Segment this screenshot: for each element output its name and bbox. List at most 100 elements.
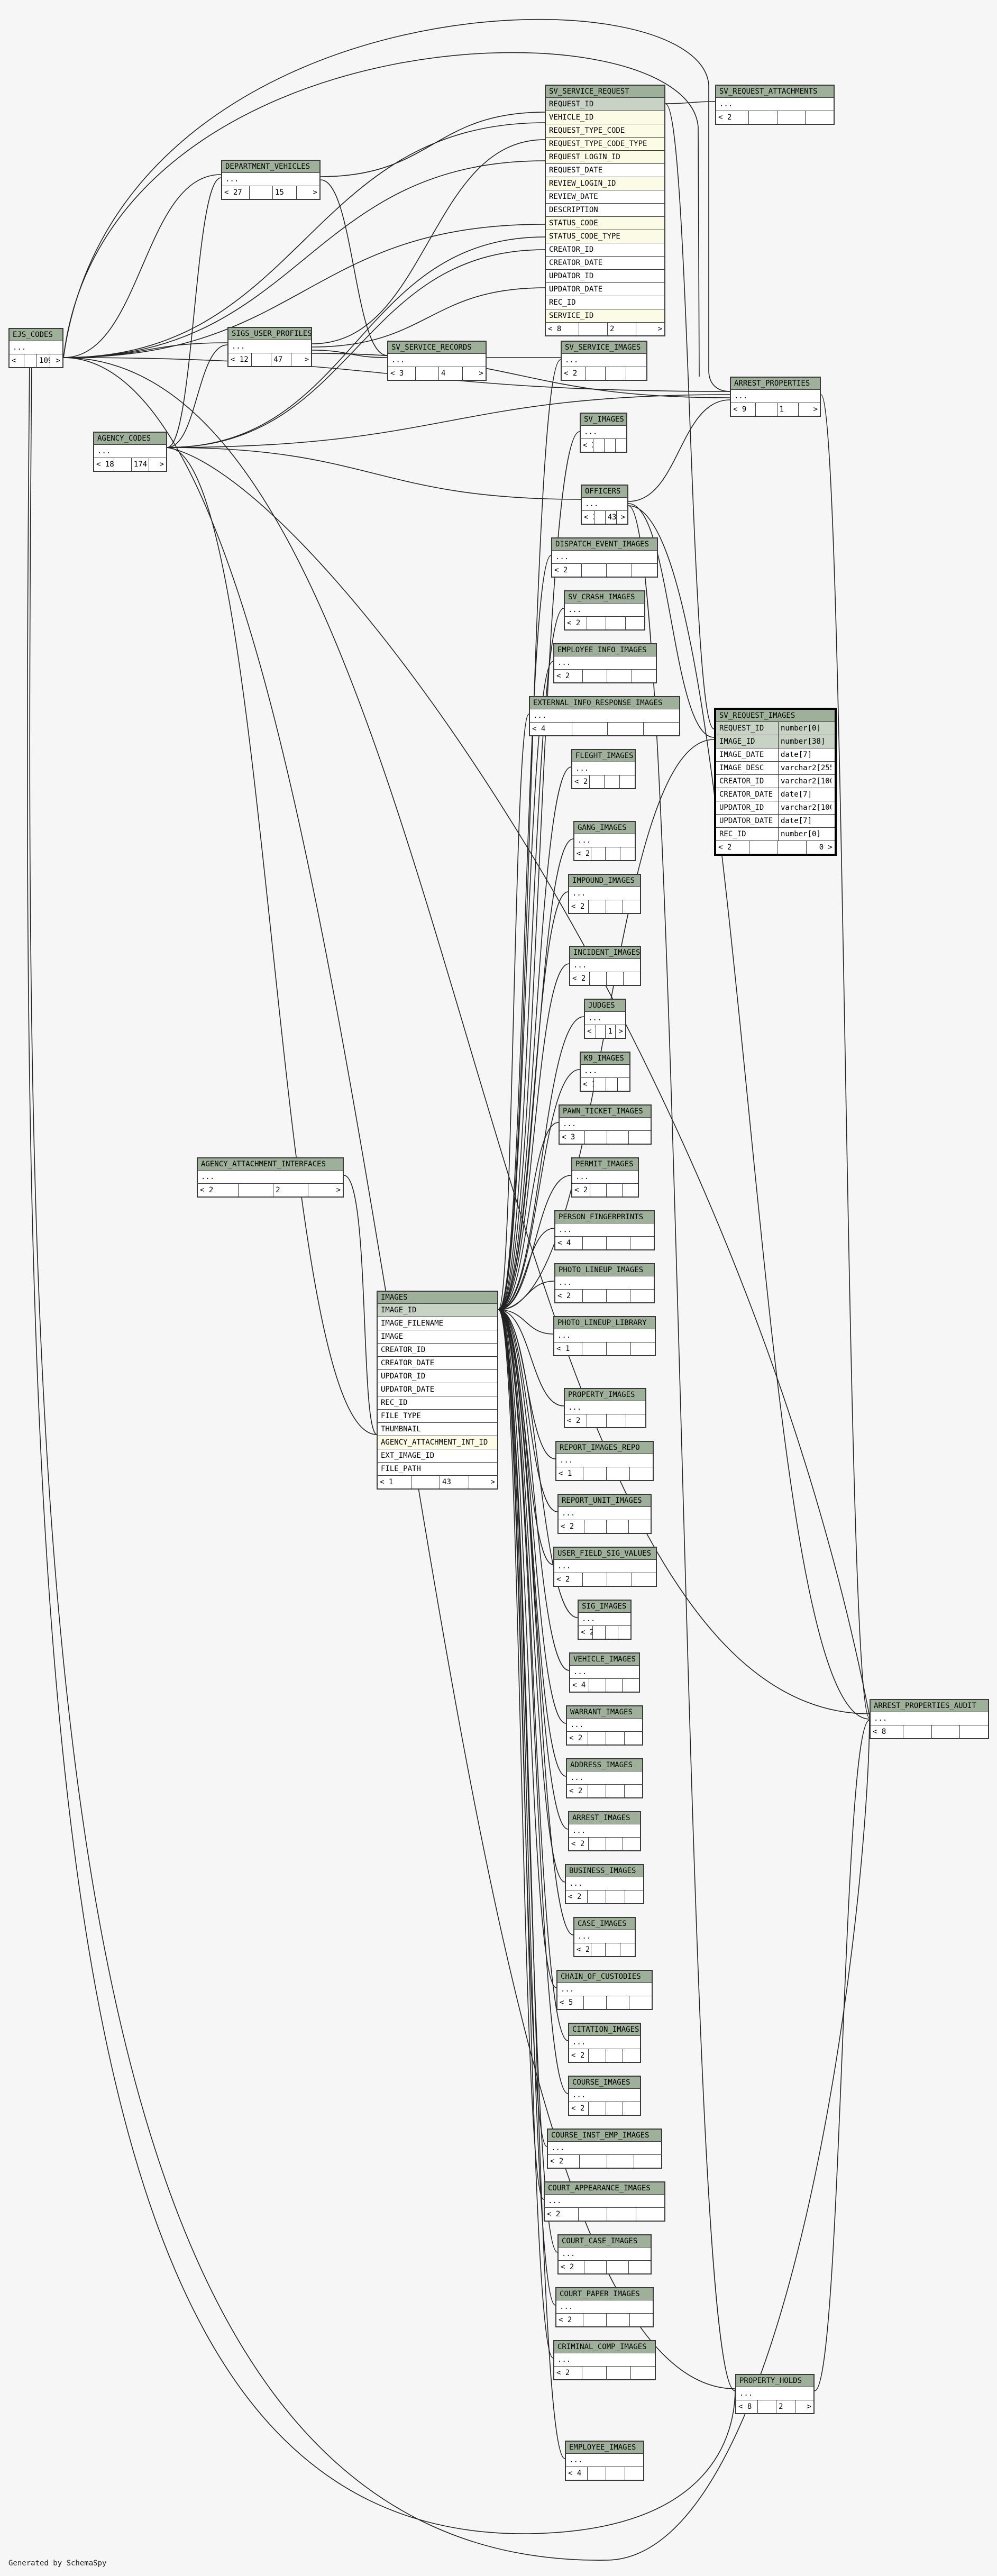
table-external-info-response-images[interactable]: EXTERNAL_INFO_RESPONSE_IMAGES...< 4: [529, 696, 680, 736]
column-row[interactable]: ...: [567, 1771, 642, 1785]
column-row[interactable]: ...: [10, 341, 62, 354]
column-row[interactable]: ...: [228, 340, 311, 353]
column-row[interactable]: THUMBNAIL: [378, 1423, 497, 1436]
column-row[interactable]: ...: [562, 354, 646, 367]
column-row[interactable]: REVIEW_DATE: [546, 190, 664, 204]
column-row[interactable]: CREATOR_ID: [378, 1344, 497, 1357]
column-row[interactable]: ...: [556, 2300, 653, 2314]
column-row[interactable]: ...: [736, 2387, 813, 2400]
column-row[interactable]: ...: [567, 1719, 642, 1732]
column-row[interactable]: CREATOR_DATE: [378, 1357, 497, 1370]
column-row[interactable]: ...: [554, 656, 656, 670]
column-row[interactable]: ...: [552, 551, 657, 564]
table-employee-info-images[interactable]: EMPLOYEE_INFO_IMAGES...< 2: [553, 643, 657, 683]
column-row[interactable]: EXT_IMAGE_ID: [378, 1449, 497, 1463]
table-sv-crash-images[interactable]: SV_CRASH_IMAGES...< 2: [564, 590, 645, 631]
table-report-images-repo[interactable]: REPORT_IMAGES_REPO...< 1: [555, 1441, 654, 1481]
column-row[interactable]: ...: [570, 1666, 639, 1679]
column-row[interactable]: ...: [570, 959, 640, 972]
column-row[interactable]: ...: [554, 2353, 655, 2367]
table-incident-images[interactable]: INCIDENT_IMAGES...< 2: [569, 946, 641, 986]
table-court-case-images[interactable]: COURT_CASE_IMAGES...< 2: [557, 2234, 652, 2274]
table-pawn-ticket-images[interactable]: PAWN_TICKET_IMAGES...< 3: [559, 1104, 652, 1145]
column-row[interactable]: ...: [559, 2248, 651, 2261]
column-row[interactable]: IMAGE: [378, 1330, 497, 1344]
table-report-unit-images[interactable]: REPORT_UNIT_IMAGES...< 2: [557, 1494, 652, 1534]
column-row[interactable]: ...: [581, 426, 626, 439]
column-row[interactable]: UPDATOR_ID: [546, 270, 664, 283]
column-row[interactable]: STATUS_CODE: [546, 217, 664, 230]
column-row[interactable]: ...: [557, 1983, 652, 1996]
column-row[interactable]: ...: [566, 1877, 643, 1890]
table-property-images[interactable]: PROPERTY_IMAGES...< 2: [564, 1388, 646, 1428]
column-row[interactable]: ...: [554, 1560, 656, 1573]
column-row[interactable]: REC_ID: [378, 1396, 497, 1410]
column-row[interactable]: ...: [222, 173, 319, 186]
column-row[interactable]: ...: [569, 887, 640, 900]
column-row[interactable]: ...: [731, 390, 820, 403]
column-row[interactable]: ...: [582, 498, 627, 511]
column-row[interactable]: CREATOR_ID: [546, 243, 664, 257]
column-row[interactable]: DESCRIPTION: [546, 204, 664, 217]
column-row[interactable]: SERVICE_ID: [546, 309, 664, 323]
column-row[interactable]: ...: [574, 834, 635, 847]
column-row[interactable]: REQUEST_ID: [546, 98, 664, 111]
column-row[interactable]: IMAGE_FILENAME: [378, 1317, 497, 1330]
table-citation-images[interactable]: CITATION_IMAGES...< 2: [568, 2023, 641, 2063]
column-row[interactable]: IMAGE_ID: [378, 1304, 497, 1317]
table-judges[interactable]: JUDGES...< 31>: [584, 999, 626, 1039]
table-impound-images[interactable]: IMPOUND_IMAGES...< 2: [568, 874, 641, 914]
table-sig-images[interactable]: SIG_IMAGES...< 2: [578, 1600, 632, 1640]
table-arrest-images[interactable]: ARREST_IMAGES...< 2: [568, 1811, 641, 1851]
table-person-fingerprints[interactable]: PERSON_FINGERPRINTS...< 4: [554, 1210, 655, 1250]
column-row[interactable]: ...: [198, 1171, 343, 1184]
table-k9-images[interactable]: K9_IMAGES...< 1: [580, 1052, 630, 1092]
column-row[interactable]: ...: [556, 1454, 653, 1467]
table-photo-lineup-images[interactable]: PHOTO_LINEUP_IMAGES...< 2: [554, 1263, 655, 1303]
column-row[interactable]: ...: [559, 1507, 651, 1520]
column-row[interactable]: ...: [555, 1223, 654, 1237]
column-row[interactable]: ...: [871, 1712, 988, 1725]
table-court-appearance-images[interactable]: COURT_APPEARANCE_IMAGES...< 2: [544, 2181, 665, 2222]
table-fleght-images[interactable]: FLEGHT_IMAGES...< 2: [571, 749, 636, 789]
table-court-paper-images[interactable]: COURT_PAPER_IMAGES...< 2: [555, 2287, 654, 2327]
column-row[interactable]: ...: [566, 2454, 643, 2467]
column-row[interactable]: ...: [548, 2142, 661, 2155]
column-row[interactable]: ...: [569, 2036, 640, 2049]
column-row[interactable]: ...: [581, 1065, 629, 1078]
table-gang-images[interactable]: GANG_IMAGES...< 2: [573, 821, 636, 861]
column-row[interactable]: ...: [716, 98, 834, 111]
column-row[interactable]: AGENCY_ATTACHMENT_INT_ID: [378, 1436, 497, 1449]
table-warrant-images[interactable]: WARRANT_IMAGES...< 2: [566, 1705, 643, 1746]
column-row[interactable]: FILE_PATH: [378, 1463, 497, 1476]
table-case-images[interactable]: CASE_IMAGES...< 2: [573, 1917, 636, 1957]
column-row[interactable]: ...: [585, 1012, 625, 1025]
table-arrest-properties-audit[interactable]: ARREST_PROPERTIES_AUDIT...< 8: [870, 1699, 989, 1739]
column-row[interactable]: CREATOR_DATE: [546, 257, 664, 270]
column-row[interactable]: FILE_TYPE: [378, 1410, 497, 1423]
table-sv-request-attachments[interactable]: SV_REQUEST_ATTACHMENTS...< 2: [715, 85, 835, 125]
column-row[interactable]: REQUEST_LOGIN_ID: [546, 151, 664, 164]
column-row[interactable]: UPDATOR_DATE: [546, 283, 664, 296]
column-row[interactable]: REQUEST_DATE: [546, 164, 664, 177]
column-row[interactable]: ...: [565, 1401, 645, 1414]
column-row[interactable]: UPDATOR_DATE: [378, 1383, 497, 1396]
column-row[interactable]: ...: [574, 1930, 635, 1943]
table-address-images[interactable]: ADDRESS_IMAGES...< 2: [566, 1758, 643, 1798]
column-row[interactable]: ...: [545, 2195, 664, 2208]
column-row[interactable]: STATUS_CODE_TYPE: [546, 230, 664, 243]
